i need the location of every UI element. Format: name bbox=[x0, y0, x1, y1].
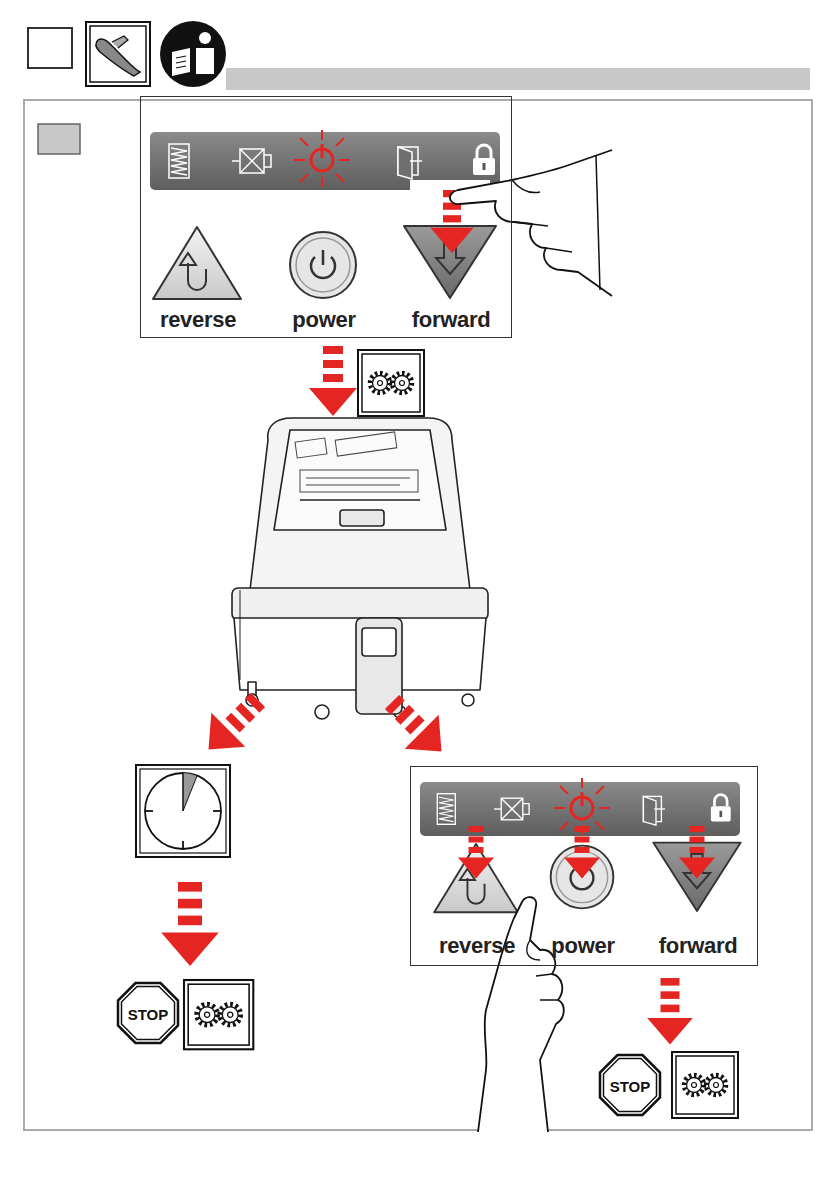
button-label: reverse bbox=[439, 935, 515, 957]
control-panel: reverse power forward bbox=[410, 766, 758, 966]
button-label: reverse bbox=[160, 309, 236, 331]
button-label: forward bbox=[412, 309, 491, 331]
button-label: forward bbox=[659, 935, 738, 957]
control-panel: reverse power forward bbox=[140, 96, 512, 338]
stop-sign-text: STOP bbox=[128, 1007, 169, 1022]
button-label: power bbox=[551, 935, 614, 957]
stop-sign-text: STOP bbox=[610, 1079, 651, 1094]
button-label: power bbox=[292, 309, 355, 331]
